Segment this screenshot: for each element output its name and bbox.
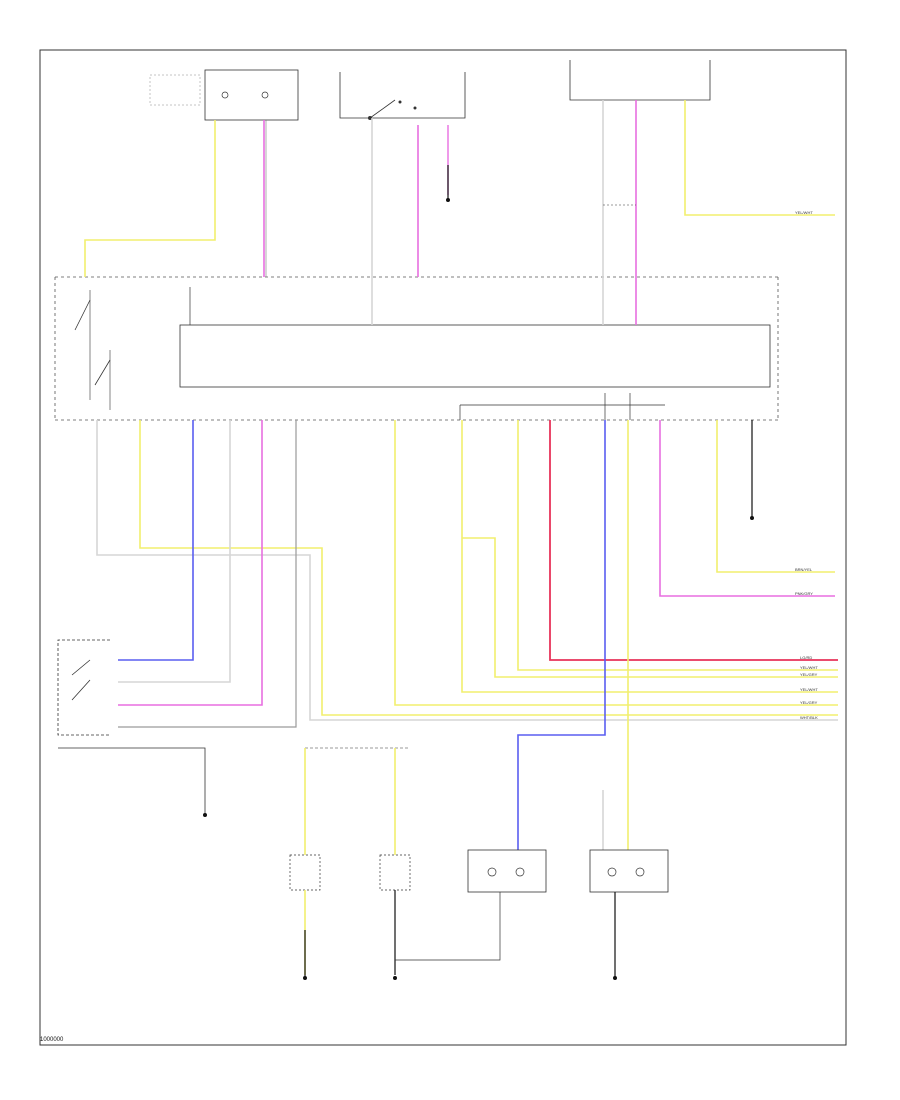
ground-icon [750, 516, 754, 520]
ground-icon [613, 976, 617, 980]
wire-label: YEL/WHT [795, 210, 813, 215]
bulb-icon [487, 867, 497, 877]
wire-label: YEL/WHT [800, 665, 818, 670]
wire-blue [517, 420, 606, 850]
wire-label: PNK/GRY [795, 591, 813, 596]
bulb-icon [635, 867, 645, 877]
lamp-center [379, 854, 411, 891]
ground-icon [303, 976, 307, 980]
door-switch [57, 639, 207, 817]
wire-blue [118, 420, 194, 661]
wire-pink [659, 420, 835, 597]
wire-label: YEL/GRY [800, 672, 818, 677]
ignition-switch [339, 72, 466, 120]
bulb-icon [515, 867, 525, 877]
right-wire-labels: LG/RD YEL/WHT YEL/GRY YEL/WHT YEL/GRY WHT/BLK… [795, 210, 818, 720]
wire-yellow [716, 420, 835, 573]
wire-pink [118, 420, 263, 706]
wire-yellow [139, 420, 838, 716]
puddle-lamp-right [589, 849, 669, 893]
lamp-left [289, 854, 321, 891]
puddle-lamp-left [467, 849, 547, 893]
wire-label: LG/RD [800, 655, 812, 660]
wire-white [96, 420, 838, 721]
wire-yellow [461, 420, 838, 693]
wire-gray [118, 420, 297, 728]
wire-label: BRN/YEL [795, 567, 813, 572]
bulb-icon [607, 867, 617, 877]
battery-junction-box [149, 69, 299, 121]
fuse-icon [221, 91, 229, 99]
wire-white [118, 420, 231, 683]
instrument-cluster [569, 60, 711, 101]
wire-label: WHT/BLK [800, 715, 818, 720]
wire-yellow [517, 420, 838, 671]
wire-yellow [684, 100, 835, 216]
figure-id: 1000000 [40, 1037, 64, 1043]
ground-icon [203, 813, 207, 817]
diagram-frame [39, 49, 847, 1046]
wire-label: YEL/WHT [800, 687, 818, 692]
wire-red [549, 420, 838, 661]
wire-yellow [394, 420, 838, 706]
wire-yellow [84, 120, 216, 277]
ground-icon [393, 976, 397, 980]
wire-label: YEL/GRY [800, 700, 818, 705]
fuse-icon [261, 91, 269, 99]
control-module [54, 276, 779, 421]
